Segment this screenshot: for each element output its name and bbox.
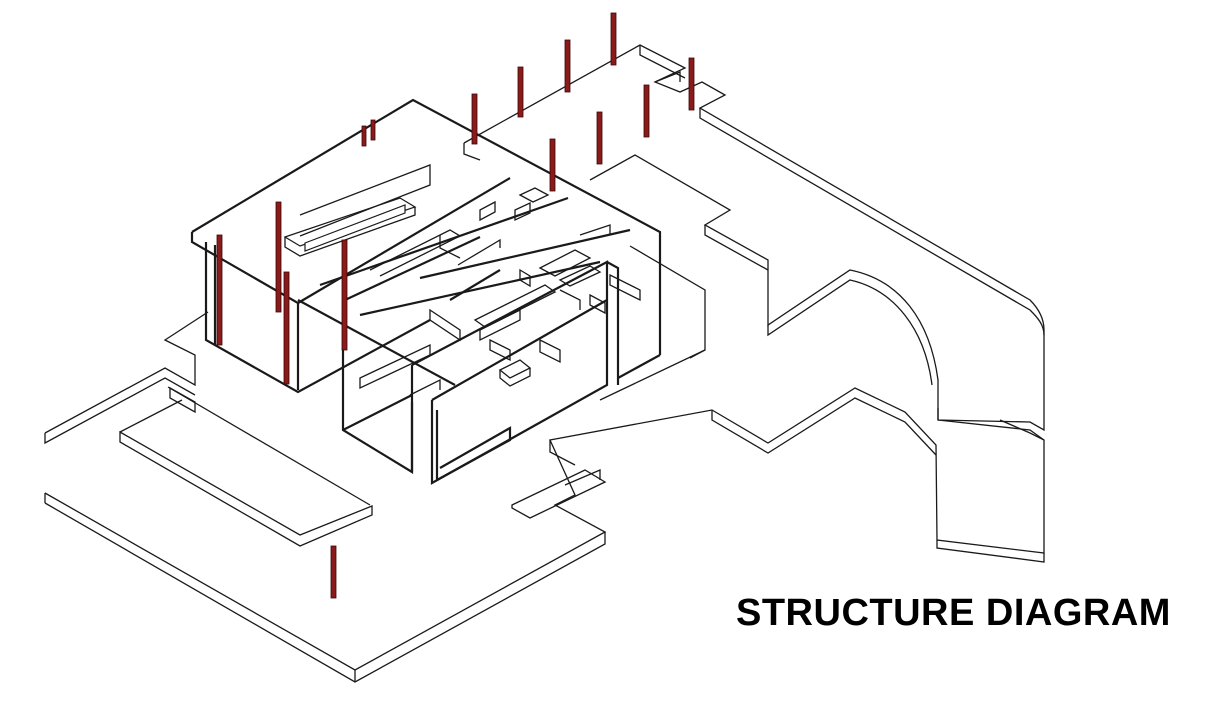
columns <box>216 12 695 599</box>
column <box>517 66 524 118</box>
column <box>688 57 695 111</box>
column <box>283 271 290 385</box>
column <box>330 545 337 599</box>
upper-slab <box>463 44 1045 519</box>
lower-frame <box>341 260 661 485</box>
column <box>564 39 571 93</box>
column <box>549 138 556 192</box>
column <box>471 93 478 145</box>
column <box>216 234 223 346</box>
upper-frame <box>190 98 662 394</box>
column <box>361 125 367 147</box>
column <box>341 239 348 351</box>
diagram-title: STRUCTURE DIAGRAM <box>736 592 1171 634</box>
column <box>643 84 650 138</box>
lower-slab <box>44 387 1045 683</box>
column <box>370 119 376 141</box>
column <box>596 111 603 165</box>
column <box>275 201 282 313</box>
middle-slab <box>44 311 373 547</box>
column <box>610 12 617 66</box>
